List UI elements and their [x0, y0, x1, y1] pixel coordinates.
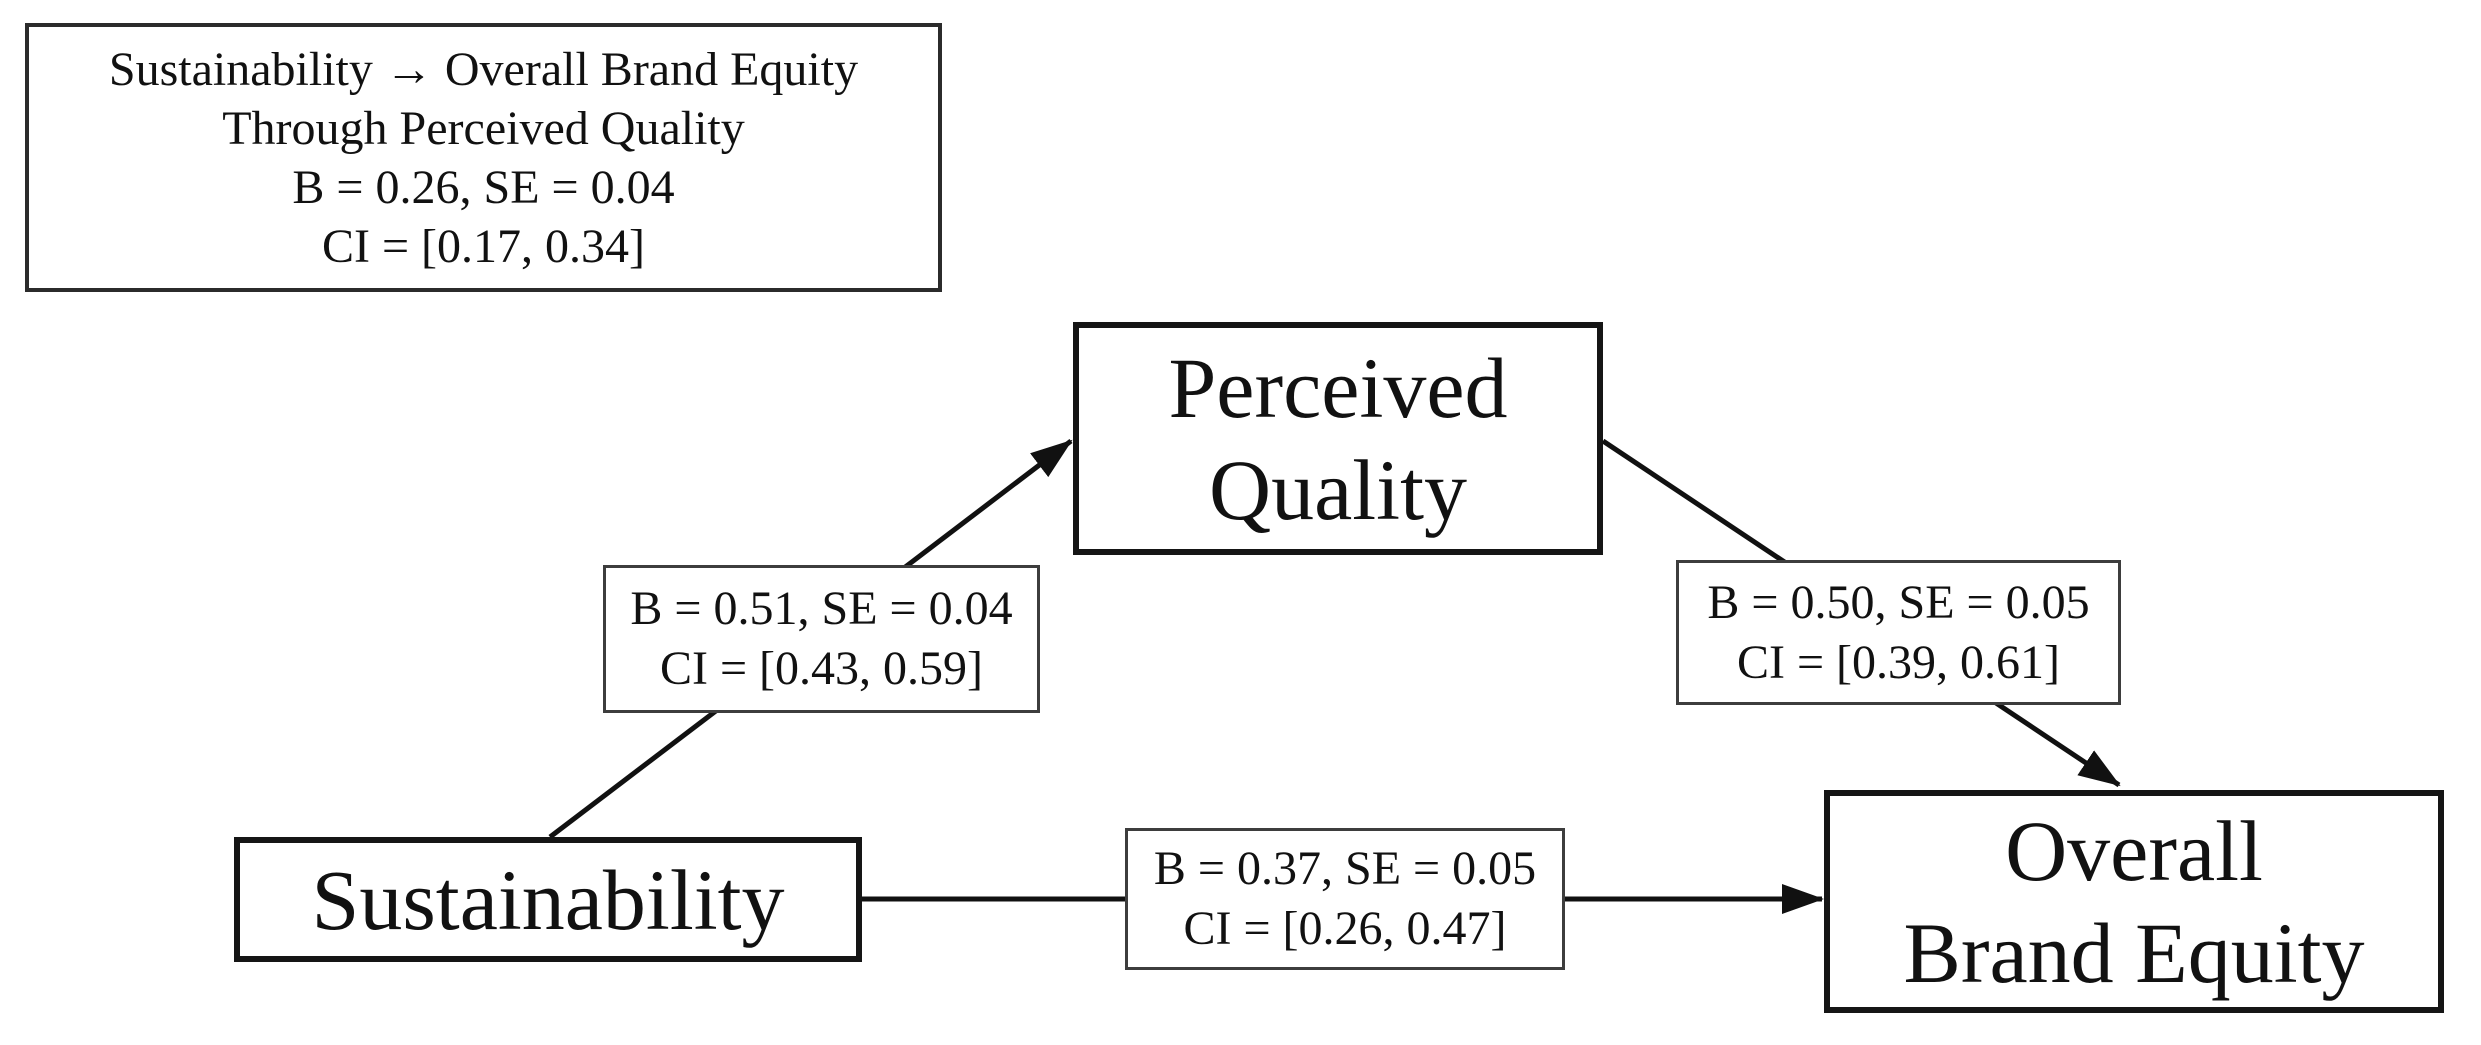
node-perceived-quality-line1: Perceived	[1168, 339, 1508, 436]
node-sustainability: Sustainability	[234, 837, 862, 962]
summary-line-subtitle: Through Perceived Quality	[222, 101, 745, 155]
path-label-sustainability-to-overall-brand-equity: B = 0.37, SE = 0.05 CI = [0.26, 0.47]	[1125, 828, 1565, 970]
node-perceived-quality: Perceived Quality	[1073, 322, 1603, 555]
node-overall-brand-equity-line2: Brand Equity	[1903, 904, 2365, 1001]
node-overall-brand-equity: Overall Brand Equity	[1824, 790, 2444, 1013]
summary-line-title: Sustainability → Overall Brand Equity	[108, 42, 859, 96]
a-path-coefficient: B = 0.51, SE = 0.04	[630, 582, 1013, 635]
indirect-effect-summary-box: Sustainability → Overall Brand Equity Th…	[25, 23, 942, 292]
b-path-confidence-interval: CI = [0.39, 0.61]	[1736, 635, 2061, 689]
c-path-coefficient: B = 0.37, SE = 0.05	[1153, 842, 1537, 895]
b-path-coefficient: B = 0.50, SE = 0.05	[1707, 575, 2090, 629]
node-overall-brand-equity-line1: Overall	[2005, 802, 2263, 899]
path-label-sustainability-to-perceived-quality: B = 0.51, SE = 0.04 CI = [0.43, 0.59]	[603, 565, 1040, 713]
node-sustainability-label: Sustainability	[311, 851, 785, 948]
c-path-confidence-interval: CI = [0.26, 0.47]	[1183, 902, 1507, 955]
summary-line-coefficient: B = 0.26, SE = 0.04	[292, 160, 675, 214]
path-label-perceived-quality-to-overall-brand-equity: B = 0.50, SE = 0.05 CI = [0.39, 0.61]	[1676, 560, 2121, 705]
node-perceived-quality-line2: Quality	[1209, 441, 1467, 538]
a-path-confidence-interval: CI = [0.43, 0.59]	[659, 642, 984, 695]
summary-line-confidence-interval: CI = [0.17, 0.34]	[321, 219, 646, 273]
